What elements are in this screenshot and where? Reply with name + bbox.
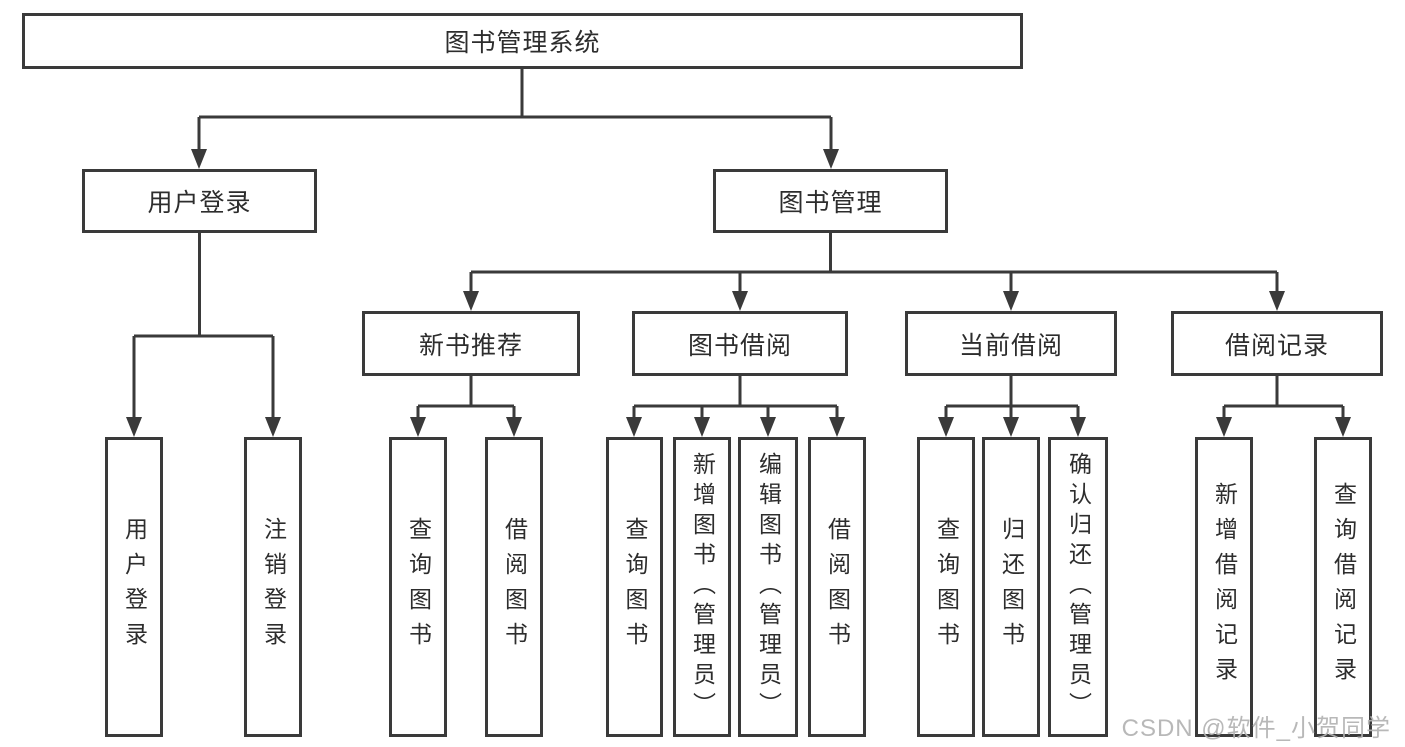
leaf-query-borrow-record: 查询借阅记录 (1314, 437, 1372, 737)
leaf-query-borrow-record-label: 查询借阅记录 (1330, 482, 1357, 692)
node-borrowing-records: 借阅记录 (1171, 311, 1383, 376)
leaf-user-login: 用户登录 (105, 437, 163, 737)
connector-book-management-to-level2 (463, 233, 1285, 311)
leaf-return-books: 归还图书 (982, 437, 1040, 737)
leaf-add-borrow-record-label: 新增借阅记录 (1211, 482, 1238, 692)
leaf-borrow-books-recommend-label: 借阅图书 (501, 517, 528, 657)
leaf-logout: 注销登录 (244, 437, 302, 737)
leaf-add-borrow-record: 新增借阅记录 (1195, 437, 1253, 737)
leaf-borrow-books-recommend: 借阅图书 (485, 437, 543, 737)
csdn-watermark: CSDN @软件_小贺同学 (1121, 715, 1391, 742)
node-user-login: 用户登录 (82, 169, 317, 233)
connector-root-to-level1 (191, 69, 839, 169)
leaf-edit-books-admin: 编辑图书（管理员） (738, 437, 798, 737)
leaf-logout-label: 注销登录 (260, 517, 287, 657)
connector-book-borrow-to-leaves (626, 376, 845, 437)
leaf-query-books-borrow-label: 查询图书 (622, 517, 648, 657)
node-book-borrowing: 图书借阅 (632, 311, 848, 376)
leaf-query-books-current: 查询图书 (917, 437, 975, 737)
leaf-query-books-recommend: 查询图书 (389, 437, 447, 737)
leaf-add-books-admin: 新增图书（管理员） (673, 437, 731, 737)
node-new-book-recommendation: 新书推荐 (362, 311, 580, 376)
leaf-add-books-admin-label: 新增图书（管理员） (689, 452, 716, 722)
leaf-query-books-recommend-label: 查询图书 (405, 517, 432, 657)
leaf-borrow-books-label: 借阅图书 (824, 517, 851, 657)
leaf-confirm-return-admin-label: 确认归还（管理员） (1065, 452, 1092, 722)
leaf-return-books-label: 归还图书 (998, 517, 1025, 657)
connector-user-login-to-leaves (126, 233, 281, 437)
leaf-query-books-borrow: 查询图书 (606, 437, 663, 737)
leaf-confirm-return-admin: 确认归还（管理员） (1048, 437, 1108, 737)
leaf-borrow-books: 借阅图书 (808, 437, 866, 737)
node-root-library-system: 图书管理系统 (22, 13, 1023, 69)
node-current-borrowing: 当前借阅 (905, 311, 1117, 376)
leaf-user-login-label: 用户登录 (121, 517, 148, 657)
node-book-management: 图书管理 (713, 169, 948, 233)
leaf-edit-books-admin-label: 编辑图书（管理员） (755, 452, 782, 722)
connector-borrow-records-to-leaves (1216, 376, 1351, 437)
connector-current-borrow-to-leaves (938, 376, 1086, 437)
leaf-query-books-current-label: 查询图书 (933, 517, 960, 657)
connector-new-book-to-leaves (410, 376, 522, 437)
